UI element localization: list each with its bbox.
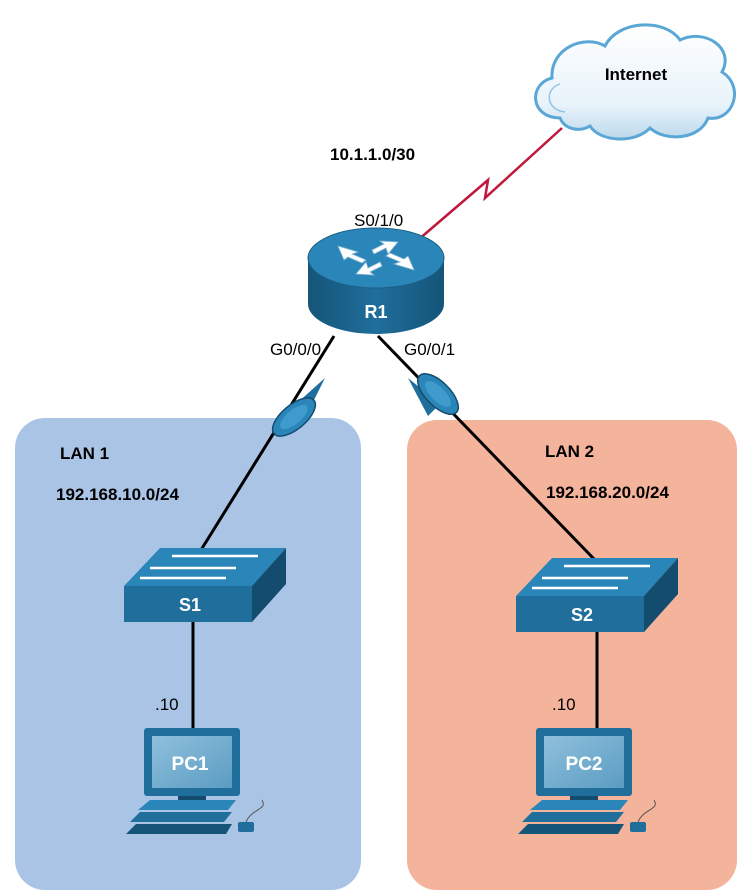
router-name: R1 [364, 302, 387, 322]
cable-r1-s2 [376, 334, 597, 562]
switch-s2-name: S2 [571, 605, 593, 625]
internet-label: Internet [605, 65, 668, 84]
lan1-area [15, 418, 361, 890]
pc1[interactable] [126, 728, 264, 834]
switch-s1-name: S1 [179, 595, 201, 615]
interface-g0-0-0: G0/0/0 [270, 340, 321, 359]
internet-cloud [534, 23, 736, 141]
switch-s1[interactable] [124, 548, 286, 622]
interface-s0-1-0: S0/1/0 [354, 211, 403, 230]
lan2-title: LAN 2 [545, 442, 594, 461]
pc2-host-address: .10 [552, 695, 576, 714]
router-arrows-icon [337, 240, 415, 276]
lan1-title: LAN 1 [60, 444, 109, 463]
access-point-icon-left [271, 378, 325, 437]
router-r1[interactable] [307, 227, 445, 334]
pc1-name: PC1 [172, 754, 209, 775]
switch-s2[interactable] [516, 558, 678, 632]
serial-link [417, 127, 563, 241]
interface-g0-0-1: G0/0/1 [404, 340, 455, 359]
switch-arrows-icon [140, 554, 258, 580]
lan1-network: 192.168.10.0/24 [56, 485, 179, 504]
serial-network-label: 10.1.1.0/30 [330, 145, 415, 164]
switch-arrows-icon [532, 564, 650, 590]
pc2[interactable] [518, 728, 656, 834]
lan2-network: 192.168.20.0/24 [546, 483, 669, 502]
cable-r1-s1 [199, 335, 336, 551]
pc1-host-address: .10 [155, 695, 179, 714]
pc2-name: PC2 [566, 754, 603, 775]
lan2-area [407, 420, 737, 890]
access-point-icon-right [408, 373, 459, 416]
